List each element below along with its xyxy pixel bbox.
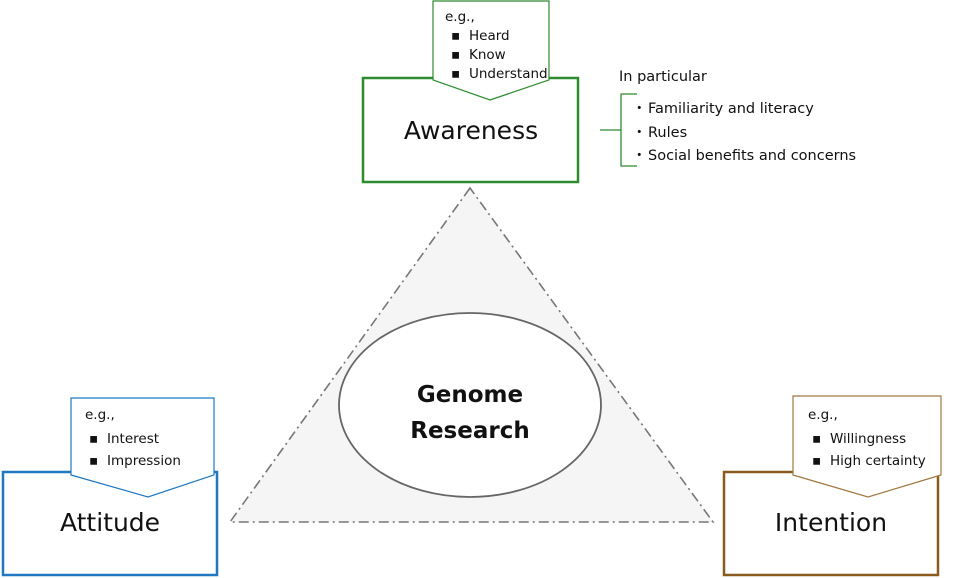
attitude-example-1: Interest (107, 431, 159, 447)
awareness-bullet-3: ▪ (451, 66, 460, 82)
particular-header: In particular (619, 69, 707, 85)
center-title-line1: Genome (417, 382, 523, 408)
particular-dot-2: ・ (632, 125, 647, 141)
particular-dot-1: ・ (632, 101, 647, 117)
center-title-line2: Research (410, 418, 529, 444)
awareness-example-2: Know (469, 47, 506, 63)
attitude-example-2: Impression (107, 453, 181, 469)
intention-label: Intention (775, 508, 887, 537)
awareness-examples-header: e.g., (445, 9, 475, 25)
intention-example-1: Willingness (830, 431, 906, 447)
intention-bullet-1: ▪ (812, 431, 821, 447)
particular-item-1: Familiarity and literacy (648, 101, 814, 117)
attitude-bullet-1: ▪ (89, 431, 98, 447)
attitude-bullet-2: ▪ (89, 453, 98, 469)
particular-item-2: Rules (648, 125, 687, 141)
intention-callout (792, 395, 942, 498)
attitude-examples-header: e.g., (85, 407, 115, 423)
particular-item-3: Social benefits and concerns (648, 148, 856, 164)
awareness-label: Awareness (404, 116, 538, 145)
attitude-callout (70, 397, 215, 498)
intention-bullet-2: ▪ (812, 453, 821, 469)
awareness-bullet-1: ▪ (451, 28, 460, 44)
awareness-example-3: Understand (469, 66, 548, 82)
awareness-bullet-2: ▪ (451, 47, 460, 63)
attitude-label: Attitude (60, 508, 160, 537)
center-ellipse (338, 312, 602, 498)
awareness-example-1: Heard (469, 28, 510, 44)
intention-example-2: High certainty (830, 453, 926, 469)
particular-dot-3: ・ (632, 148, 647, 164)
intention-examples-header: e.g., (808, 407, 838, 423)
particular-bracket (600, 93, 637, 167)
awareness-box (361, 76, 580, 184)
awareness-callout (432, 0, 550, 101)
